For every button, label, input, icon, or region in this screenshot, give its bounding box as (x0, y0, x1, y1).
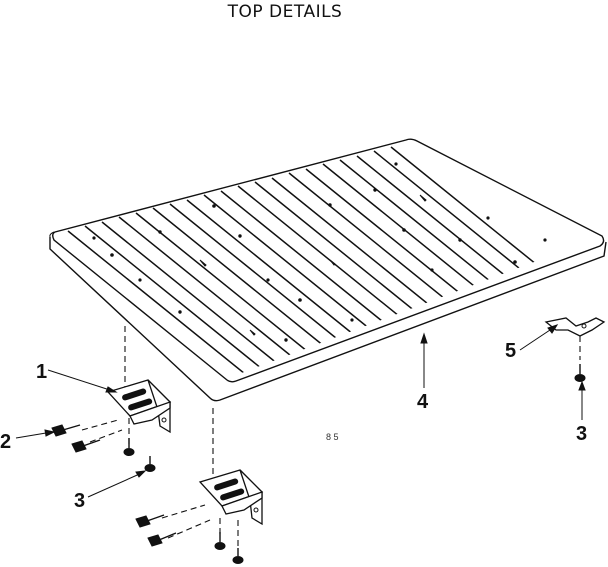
screw (574, 364, 586, 382)
screw (232, 548, 244, 564)
callout-5: 5 (505, 340, 516, 362)
leader-lines (15, 324, 586, 498)
bolt (71, 439, 101, 453)
screw (214, 532, 226, 550)
bolt (135, 514, 165, 528)
diagram-title: TOP DETAILS (227, 2, 343, 22)
bolt (147, 532, 177, 547)
screw (144, 456, 156, 472)
callout-3b: 3 (576, 423, 587, 445)
alignment-line (89, 429, 123, 443)
reference-mark: 8 5 (326, 432, 339, 442)
table-top (49, 138, 607, 402)
screw (123, 438, 135, 456)
clip (544, 317, 606, 337)
bolt (51, 424, 81, 437)
alignment-line (167, 519, 211, 539)
callout-1: 1 (36, 361, 47, 383)
alignment-line (161, 504, 206, 519)
callout-2: 2 (0, 431, 11, 453)
callout-3a: 3 (74, 490, 85, 512)
table-top-planks (67, 146, 579, 377)
callout-4: 4 (417, 391, 429, 413)
leg-mount-bracket (106, 379, 172, 434)
leg-mount-bracket (198, 469, 264, 526)
alignment-line (81, 419, 119, 431)
